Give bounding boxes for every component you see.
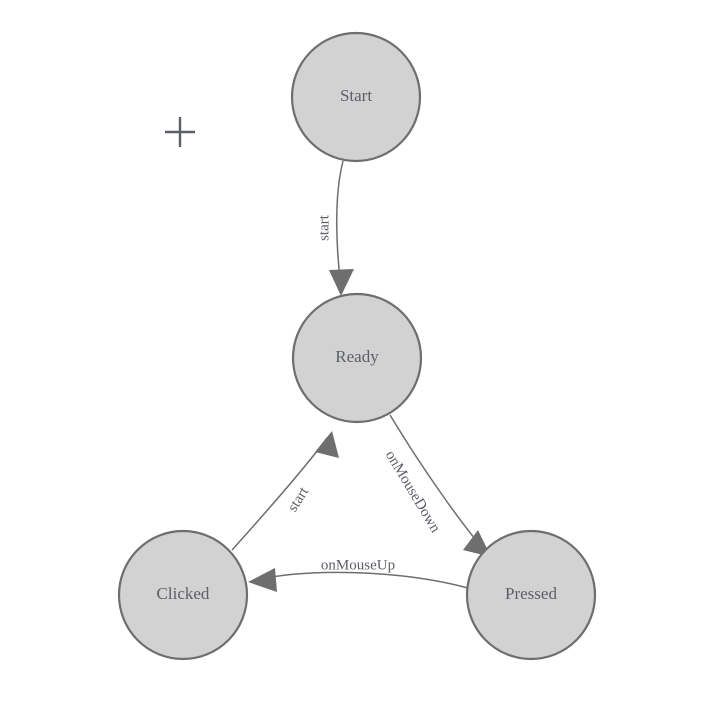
edge-label-start: start: [316, 214, 332, 241]
edge-pressed-to-clicked[interactable]: onMouseUp: [248, 557, 469, 592]
edge-line: [231, 437, 328, 551]
node-shape[interactable]: [117, 529, 249, 661]
nodes-layer: Start Ready Clicked Pressed: [117, 31, 597, 661]
node-clicked[interactable]: Clicked: [117, 529, 249, 661]
edge-arrowhead: [315, 431, 339, 458]
edge-label-onmousedown: onMouseDown: [382, 448, 444, 536]
node-shape[interactable]: [291, 292, 423, 424]
edge-line: [389, 414, 486, 552]
node-start[interactable]: Start: [290, 31, 422, 163]
edge-ready-to-pressed[interactable]: onMouseDown: [382, 414, 491, 557]
node-ready[interactable]: Ready: [291, 292, 423, 424]
edge-label-onmouseup: onMouseUp: [321, 557, 395, 573]
node-shape[interactable]: [465, 529, 597, 661]
crosshair-icon: [165, 117, 195, 147]
edge-line: [336, 160, 344, 289]
edge-label-start-return: start: [285, 484, 313, 515]
edge-start-to-ready[interactable]: start: [316, 160, 354, 296]
node-shape[interactable]: [290, 31, 422, 163]
edge-arrowhead: [329, 269, 354, 296]
edge-clicked-to-ready[interactable]: start: [231, 431, 339, 551]
node-pressed[interactable]: Pressed: [465, 529, 597, 661]
edge-line: [255, 571, 469, 589]
edge-arrowhead: [248, 568, 277, 592]
